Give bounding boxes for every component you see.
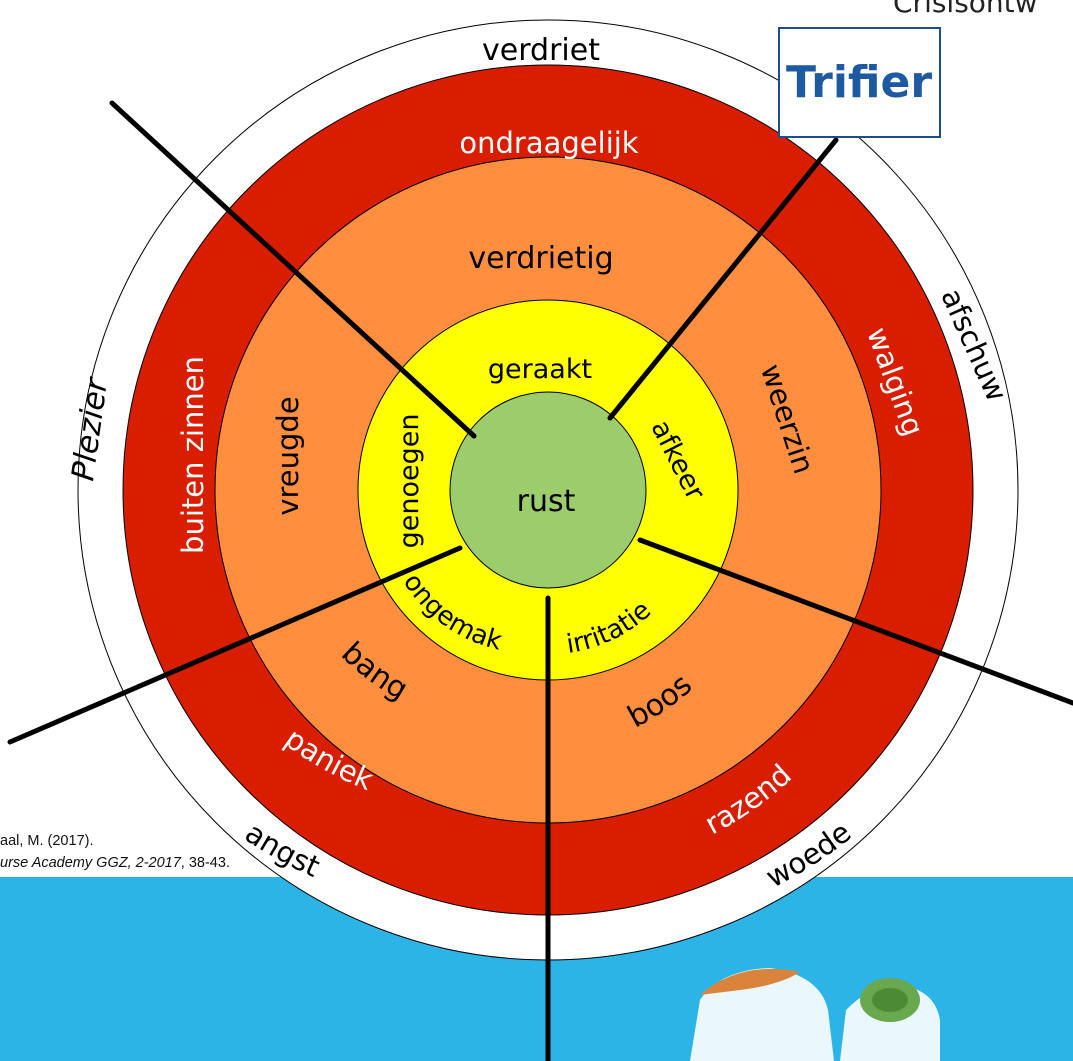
- divider-line: [109, 100, 477, 439]
- logo-text: Trifier: [786, 57, 932, 108]
- citation-pages: , 38-43.: [180, 855, 230, 871]
- citation-line-1: aal, M. (2017).: [0, 833, 94, 849]
- citation-journal: urse Academy GGZ, 2-2017: [0, 855, 181, 871]
- outer-label-ondraagelijk: ondraagelijk: [459, 126, 638, 160]
- wheel-center: [449, 391, 647, 589]
- middle-label-verdrietig: verdrietig: [468, 241, 613, 276]
- center-label: rust: [517, 484, 576, 519]
- inner-label-geraakt: geraakt: [488, 354, 592, 385]
- divider-line: [7, 545, 463, 745]
- header-partial-text: Crisisontw: [893, 0, 1038, 19]
- outer-label-buiten-zinnen: buiten zinnen: [176, 356, 210, 554]
- middle-label-vreugde: vreugde: [271, 396, 305, 515]
- citation-line-2: urse Academy GGZ, 2-2017, 38-43.: [0, 855, 380, 871]
- divider-line: [637, 537, 1073, 706]
- divider-line: [607, 137, 839, 421]
- inner-label-genoegen: genoegen: [394, 414, 425, 549]
- outermost-label-verdriet: verdriet: [482, 33, 600, 68]
- trifier-logo: Trifier: [778, 27, 941, 138]
- decorative-illustration: [690, 968, 940, 1061]
